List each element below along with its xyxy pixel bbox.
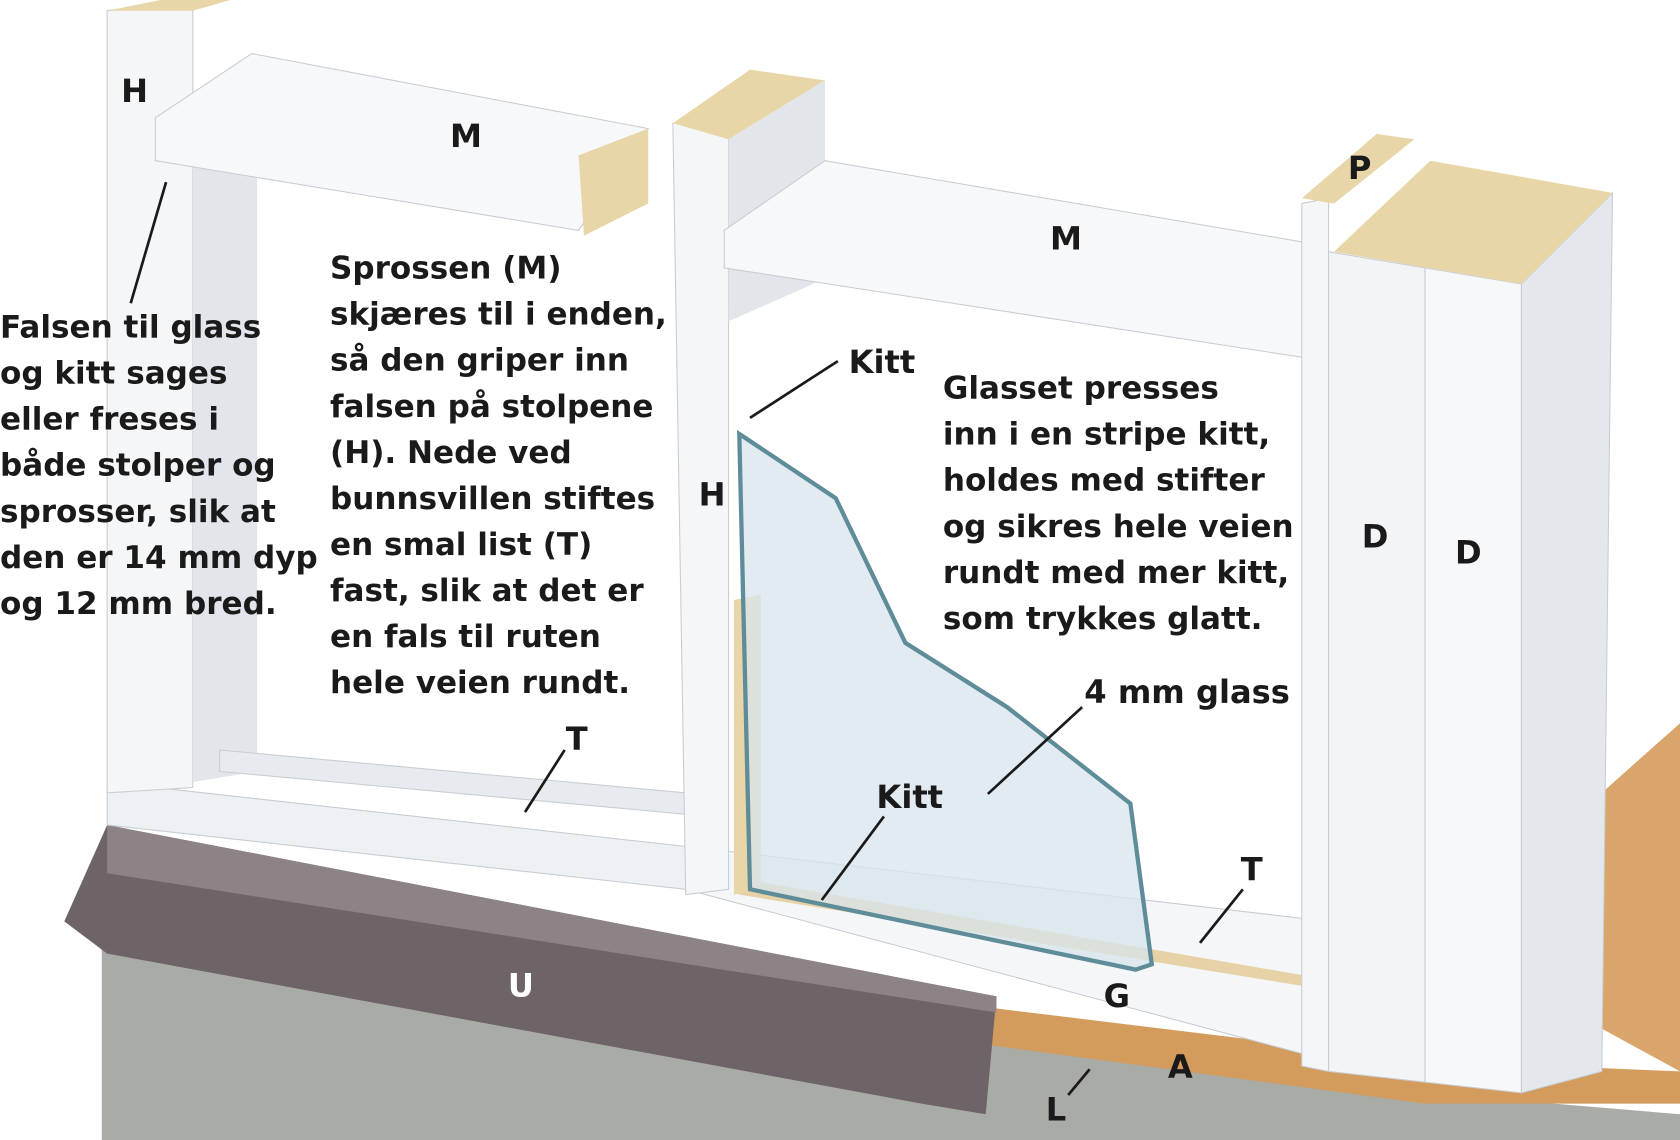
label-d-2: D [1455,534,1482,572]
note-line: og sikres hele veien [943,509,1294,545]
note-line: hele veien rundt. [330,665,630,701]
label-t-left: T [566,720,588,758]
leader-kitt-top [749,359,839,419]
note-line: både stolper og [0,447,276,484]
label-h-left: H [121,72,148,110]
note-glasset: Glasset presses inn i en stripe kitt, ho… [943,371,1305,637]
post-d-top [1333,160,1613,284]
label-glass: 4 mm glass [1084,673,1290,711]
post-d-2 [1424,267,1522,1094]
post-p [1301,197,1330,1073]
note-line: og 12 mm bred. [0,586,277,622]
note-line: en fals til ruten [330,619,601,655]
note-line: fast, slik at det er [330,573,644,609]
label-p: P [1348,149,1372,187]
note-line: eller freses i [0,402,219,438]
note-line: en smal list (T) [330,527,592,563]
note-line: så den griper inn [330,342,629,379]
note-line: Glasset presses [943,371,1219,407]
muntin-m-right [723,160,1330,360]
note-line: skjæres til i enden, [330,297,667,333]
label-kitt-top: Kitt [849,343,916,381]
note-line: Falsen til glass [0,310,261,346]
post-d-1 [1328,251,1426,1083]
label-a: A [1168,1048,1193,1086]
label-d-1: D [1362,518,1389,556]
note-line: holdes med stifter [943,463,1266,499]
label-l: L [1046,1091,1066,1129]
label-m-right: M [1050,220,1082,258]
note-line: rundt med mer kitt, [943,555,1289,591]
label-h-mid: H [699,476,726,514]
leader-lines [129,181,1244,1096]
post-d-side [1520,191,1614,1094]
metal-flashing-top [107,825,997,1013]
note-line: bunnsvillen stiftes [330,481,655,517]
muntin-m-left-end [578,128,649,236]
note-line: og kitt sages [0,356,227,392]
leader-glass [986,706,1084,795]
label-t-right: T [1241,851,1263,889]
leader-falsen [129,181,168,304]
post-h-mid-top [672,69,825,140]
post-h-left-top [107,0,231,11]
post-h-left-shade [192,160,258,783]
post-p-top [1301,133,1415,204]
label-kitt-bottom: Kitt [876,778,943,816]
label-u: U [508,966,534,1004]
note-falsen: Falsen til glass og kitt sages eller fre… [0,310,329,622]
note-line: inn i en stripe kitt, [943,417,1270,453]
note-line: falsen på stolpene [330,388,653,425]
label-m-left: M [450,117,482,155]
note-line: som trykkes glatt. [943,601,1263,637]
note-sprossen: Sprossen (M) skjæres til i enden, så den… [330,251,678,702]
note-line: den er 14 mm dyp [0,540,318,576]
note-line: Sprossen (M) [330,251,562,287]
leader-kitt-bottom [820,815,886,901]
note-line: sprosser, slik at [0,494,276,530]
leader-t-left [523,749,566,813]
label-g: G [1104,977,1130,1015]
glass-pane [737,429,1155,972]
note-line: (H). Nede ved [330,435,572,471]
leader-t-right [1198,888,1244,944]
floor-boards [1601,723,1680,1072]
leader-l [1067,1068,1091,1096]
